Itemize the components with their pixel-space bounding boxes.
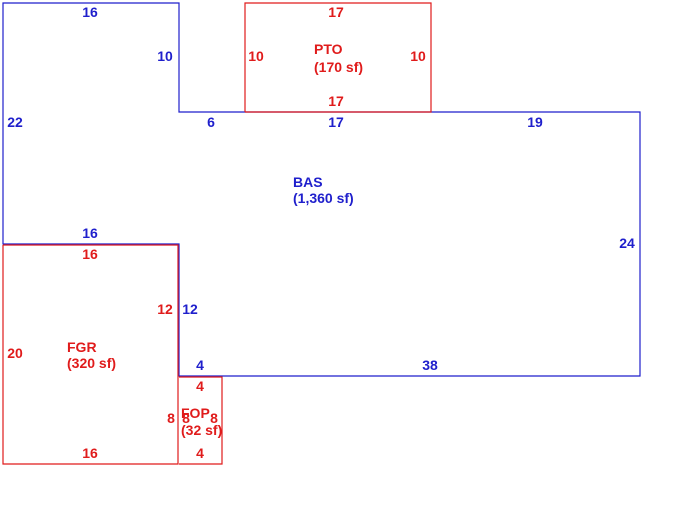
pto-code-label: PTO [314, 41, 343, 57]
bas-outline [2, 2, 641, 377]
dim-bas-bottom: 38 [422, 357, 438, 373]
fop-code-label: FOP [181, 405, 210, 421]
dim-bas-under-pto: 17 [328, 114, 344, 130]
dim-fop-left: 8 [167, 410, 175, 426]
bas-code-label: BAS [293, 174, 323, 190]
fgr-code-label: FGR [67, 339, 97, 355]
dim-fop-right: 8 [210, 410, 218, 426]
dim-pto-bottom: 17 [328, 93, 344, 109]
pto-outline [244, 2, 432, 113]
fop-area-label: (32 sf) [181, 422, 222, 438]
fgr-area-label: (320 sf) [67, 355, 116, 371]
dim-bas-step-bottom: 4 [196, 357, 204, 373]
dim-bas-notch-side: 10 [157, 48, 173, 64]
dim-fgr-top: 16 [82, 246, 98, 262]
dim-pto-left: 10 [248, 48, 264, 64]
dim-bas-notch-bottom: 6 [207, 114, 215, 130]
fgr-outline [2, 244, 179, 465]
dim-bas-left: 22 [7, 114, 23, 130]
dim-bas-top-right: 19 [527, 114, 543, 130]
dim-pto-right: 10 [410, 48, 426, 64]
dim-fop-inner: 8 [182, 410, 190, 426]
bas-area-label: (1,360 sf) [293, 190, 354, 206]
dim-bas-right: 24 [619, 235, 635, 251]
pto-area-label: (170 sf) [314, 59, 363, 75]
dim-bas-mid-left: 16 [82, 225, 98, 241]
dim-fop-top: 4 [196, 378, 204, 394]
dim-fgr-right: 12 [157, 301, 173, 317]
dim-fop-bottom: 4 [196, 445, 204, 461]
dim-pto-top: 17 [328, 4, 344, 20]
fop-outline [179, 376, 223, 465]
dim-fgr-left: 20 [7, 345, 23, 361]
dim-bas-top-left: 16 [82, 4, 98, 20]
dim-bas-step-side: 12 [182, 301, 198, 317]
dim-fgr-bottom: 16 [82, 445, 98, 461]
